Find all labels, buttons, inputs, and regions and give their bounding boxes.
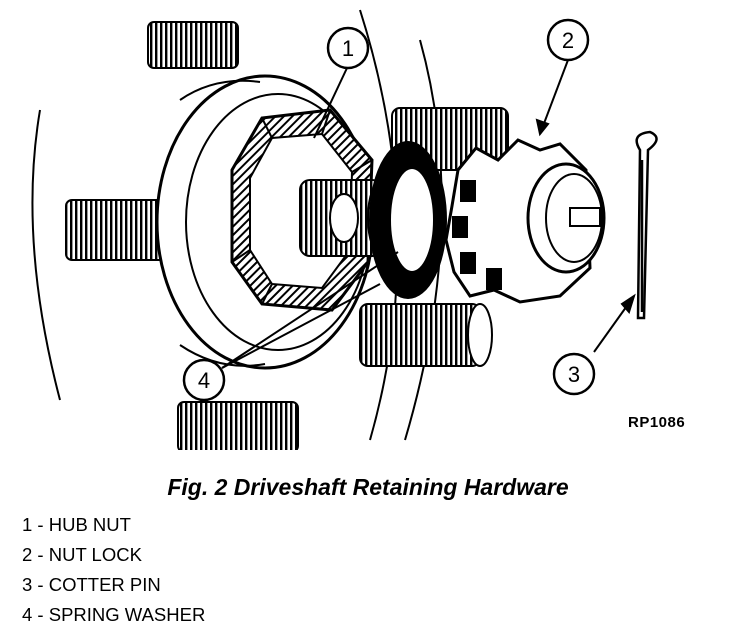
parts-legend: 1 - HUB NUT 2 - NUT LOCK 3 - COTTER PIN … bbox=[22, 510, 205, 630]
wheel-stud-bottom bbox=[177, 401, 299, 450]
callout-1: 1 bbox=[326, 26, 370, 70]
callout-3: 3 bbox=[552, 352, 596, 396]
exploded-hardware-illustration: 1 2 3 4 bbox=[31, 9, 658, 450]
figure-caption: Fig. 2 Driveshaft Retaining Hardware bbox=[167, 474, 569, 500]
legend-item-spring-washer: 4 - SPRING WASHER bbox=[22, 604, 206, 625]
spring-washer bbox=[369, 141, 447, 299]
wheel-stud-top bbox=[147, 21, 239, 69]
callout-2-number: 2 bbox=[562, 28, 574, 53]
legend-item-hub-nut: 1 - HUB NUT bbox=[22, 514, 131, 535]
callout-4: 4 bbox=[182, 358, 226, 402]
callout-4-number: 4 bbox=[198, 368, 210, 393]
callout-2: 2 bbox=[546, 18, 590, 62]
legend-item-nut-lock: 2 - NUT LOCK bbox=[22, 544, 142, 565]
nut-lock bbox=[444, 138, 606, 304]
callout-1-number: 1 bbox=[342, 36, 354, 61]
callout-3-number: 3 bbox=[568, 362, 580, 387]
callout-leaders bbox=[221, 59, 636, 369]
wheel-stud-lower-right bbox=[359, 303, 493, 367]
figure-reference-code: RP1086 bbox=[628, 414, 686, 431]
cotter-pin bbox=[635, 130, 658, 320]
legend-item-cotter-pin: 3 - COTTER PIN bbox=[22, 574, 161, 595]
